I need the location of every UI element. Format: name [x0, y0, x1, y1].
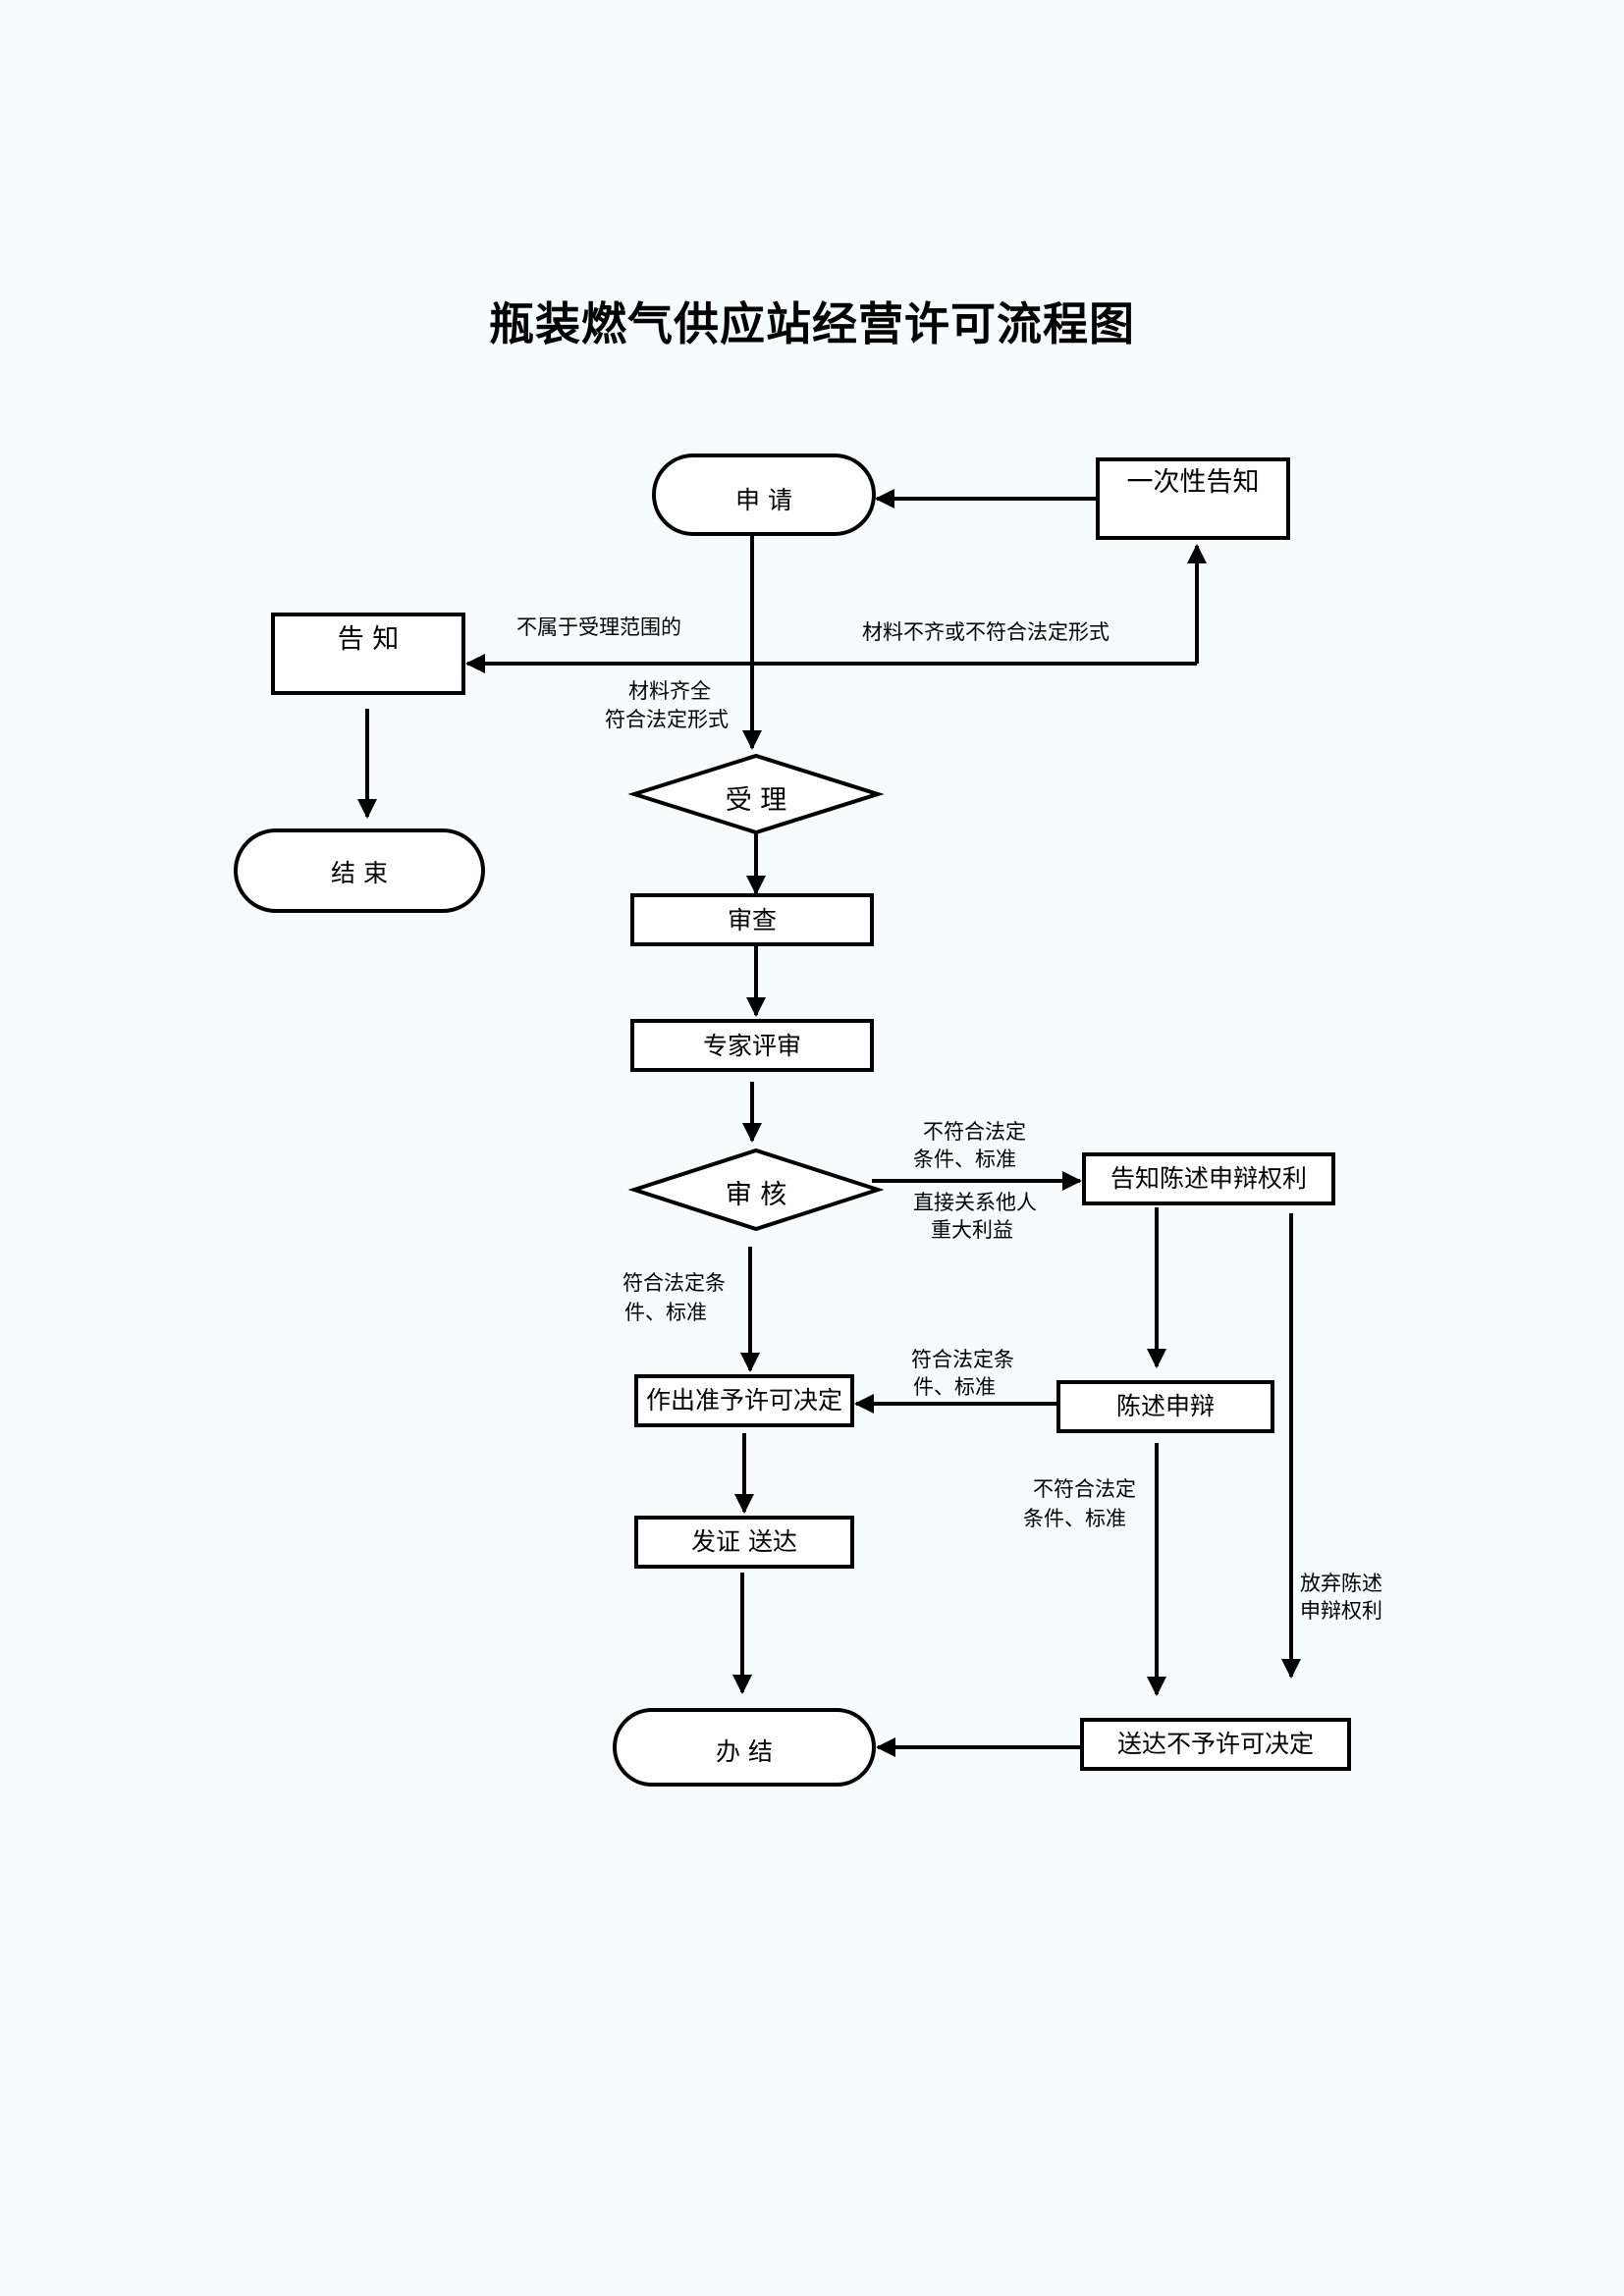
node-accept-label: 受 理	[726, 785, 787, 816]
label-meet-left-2: 件、标准	[624, 1301, 707, 1324]
label-meet-right-2: 件、标准	[913, 1375, 996, 1399]
label-complete-1: 材料齐全	[628, 679, 711, 703]
label-not-meet-1: 不符合法定	[923, 1120, 1026, 1144]
label-out-of-scope: 不属于受理范围的	[516, 615, 681, 639]
node-approve-decision	[634, 1374, 854, 1427]
nodes: 申 请 一次性告知 告 知 结 束 受 理 审查 专家评审 审 核 告知陈述申辩…	[234, 454, 1351, 1787]
node-one-time-notice	[1096, 457, 1290, 540]
label-incomplete: 材料不齐或不符合法定形式	[862, 620, 1110, 644]
node-expert-review	[630, 1019, 874, 1072]
label-meet-left-1: 符合法定条	[623, 1271, 726, 1295]
node-audit	[627, 1148, 885, 1232]
node-expert-review-label: 专家评审	[703, 1032, 801, 1060]
node-audit-label: 审 核	[726, 1180, 787, 1210]
node-end-label: 结 束	[331, 859, 388, 887]
node-deliver-denial	[1080, 1718, 1351, 1771]
node-issue-deliver	[634, 1516, 854, 1569]
node-examine	[630, 893, 874, 946]
node-one-time-notice-label: 一次性告知	[1127, 467, 1260, 498]
node-statement	[1056, 1380, 1274, 1433]
node-issue-deliver-label: 发证 送达	[691, 1527, 797, 1556]
label-not-meet-2: 条件、标准	[913, 1148, 1016, 1171]
node-notify-rights	[1082, 1152, 1335, 1205]
node-statement-label: 陈述申辩	[1116, 1392, 1215, 1420]
node-end	[234, 828, 485, 913]
edge-labels: 不属于受理范围的 材料不齐或不符合法定形式 材料齐全 符合法定形式 不符合法定 …	[516, 615, 1382, 1623]
node-finish	[613, 1708, 876, 1787]
node-finish-label: 办 结	[716, 1737, 773, 1766]
node-approve-decision-label: 作出准予许可决定	[646, 1386, 842, 1415]
node-deliver-denial-label: 送达不予许可决定	[1117, 1730, 1314, 1758]
edges	[357, 489, 1301, 1757]
node-apply	[652, 454, 876, 536]
page-title: 瓶装燃气供应站经营许可流程图	[489, 297, 1135, 350]
label-interest-1: 直接关系他人	[913, 1191, 1037, 1214]
label-interest-2: 重大利益	[931, 1218, 1013, 1242]
label-complete-2: 符合法定形式	[605, 708, 729, 731]
label-meet-right-1: 符合法定条	[911, 1348, 1014, 1371]
label-waive-2: 申辩权利	[1300, 1599, 1382, 1623]
node-notice	[271, 613, 465, 695]
node-apply-label: 申 请	[735, 486, 792, 514]
label-waive-1: 放弃陈述	[1300, 1572, 1382, 1595]
node-examine-label: 审查	[728, 906, 777, 934]
node-accept	[627, 753, 885, 835]
node-notify-rights-label: 告知陈述申辩权利	[1110, 1164, 1307, 1193]
label-denial-1: 不符合法定	[1033, 1477, 1136, 1501]
label-denial-2: 条件、标准	[1023, 1507, 1126, 1530]
node-notice-label: 告 知	[338, 624, 400, 655]
